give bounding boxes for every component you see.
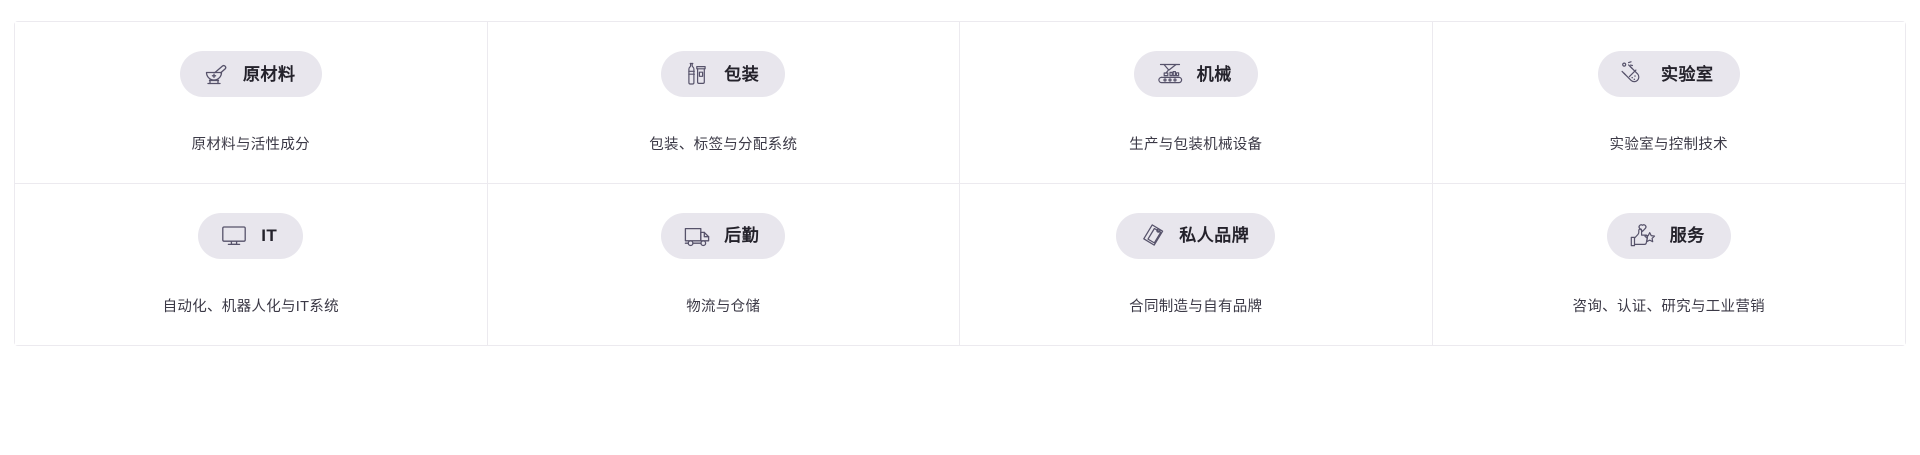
grid-cell-services[interactable]: 服务 咨询、认证、研究与工业营销: [1432, 183, 1905, 345]
robotic-arm-conveyor-icon: [1156, 60, 1184, 88]
category-description: 自动化、机器人化与IT系统: [162, 298, 339, 315]
category-description: 生产与包装机械设备: [1129, 137, 1263, 153]
category-pill-raw-materials[interactable]: 原材料: [180, 51, 322, 97]
category-label: 机械: [1196, 64, 1232, 84]
monitor-icon: [220, 222, 248, 250]
category-pill-laboratory[interactable]: 实验室: [1598, 51, 1740, 97]
category-pill-logistics[interactable]: 后勤: [661, 212, 786, 259]
category-pill-machinery[interactable]: 机械: [1133, 51, 1258, 97]
grid-cell-machinery[interactable]: 机械 生产与包装机械设备: [960, 22, 1433, 184]
thumbs-up-heart-star-icon: [1629, 222, 1657, 250]
grid-cell-logistics[interactable]: 后勤 物流与仓储: [487, 183, 960, 345]
category-pill-private-label[interactable]: 私人品牌: [1116, 212, 1276, 259]
grid-cell-packaging[interactable]: 包装 包装、标签与分配系统: [487, 22, 960, 184]
category-description: 实验室与控制技术: [1609, 137, 1728, 153]
grid-cell-private-label[interactable]: 私人品牌 合同制造与自有品牌: [960, 183, 1433, 345]
category-pill-services[interactable]: 服务: [1606, 212, 1731, 259]
category-label: 包装: [724, 64, 760, 84]
category-description: 合同制造与自有品牌: [1129, 298, 1263, 315]
category-pill-packaging[interactable]: 包装: [661, 51, 786, 97]
delivery-truck-icon: [683, 222, 711, 250]
category-grid: 原材料 原材料与活性成分 包装 包装、标签与分配系统: [14, 21, 1906, 346]
category-label: IT: [261, 226, 278, 245]
category-pill-it[interactable]: IT: [198, 212, 304, 259]
category-label: 原材料: [243, 64, 296, 84]
category-description: 包装、标签与分配系统: [649, 137, 798, 153]
category-label: 私人品牌: [1179, 226, 1250, 245]
category-description: 物流与仓储: [686, 298, 761, 315]
test-tube-icon: [1620, 60, 1648, 88]
grid-cell-laboratory[interactable]: 实验室 实验室与控制技术: [1432, 22, 1905, 184]
category-label: 实验室: [1661, 64, 1714, 84]
category-label: 服务: [1669, 226, 1705, 245]
dropper-bottle-jar-icon: [683, 60, 711, 88]
mortar-pestle-icon: [202, 60, 230, 88]
grid-cell-raw-materials[interactable]: 原材料 原材料与活性成分: [15, 22, 488, 184]
grid-cell-it[interactable]: IT 自动化、机器人化与IT系统: [15, 183, 488, 345]
price-tag-icon: [1138, 222, 1166, 250]
category-description: 原材料与活性成分: [191, 137, 310, 153]
category-description: 咨询、认证、研究与工业营销: [1572, 298, 1765, 315]
category-label: 后勤: [724, 226, 760, 245]
